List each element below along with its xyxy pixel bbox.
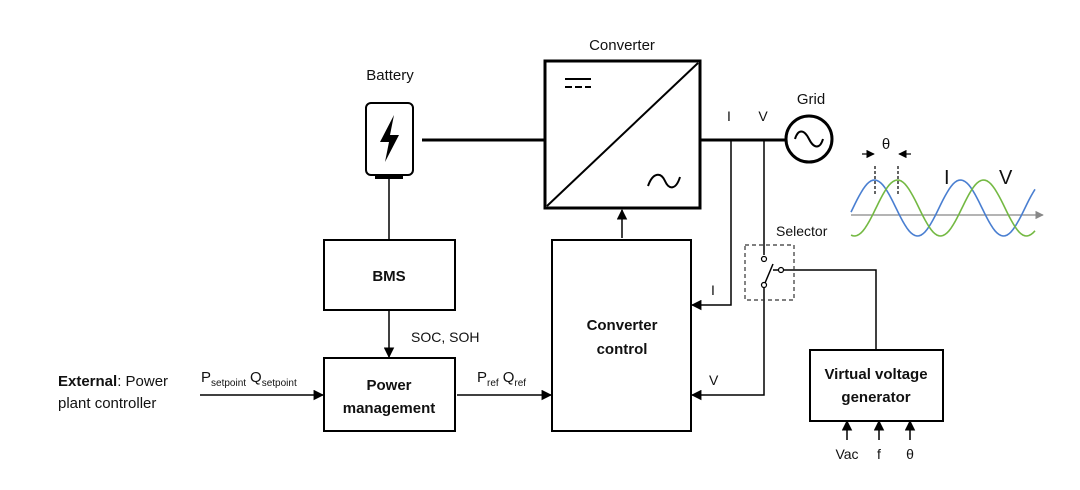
voltage-label: V — [758, 108, 768, 124]
bms-block — [323, 239, 456, 311]
grid-source — [784, 114, 834, 164]
current-label: I — [727, 108, 731, 124]
q-ref-sub: ref — [514, 378, 526, 389]
q-setpoint-main: Q — [250, 369, 262, 386]
converter-control-title-line1: Converter — [587, 317, 658, 334]
selector-switch — [744, 244, 795, 301]
ac-symbol-icon — [647, 173, 681, 189]
q-ref-main: Q — [503, 369, 515, 386]
voltage-waveform — [850, 179, 1036, 237]
soc-soh-label: SOC, SOH — [411, 329, 479, 345]
virtual-generator-title-line2: generator — [841, 389, 910, 406]
sine-icon — [794, 130, 824, 148]
converter-control-block — [551, 239, 692, 432]
dc-symbol-icon — [565, 78, 591, 88]
virtual-voltage-generator-block — [809, 349, 944, 422]
waveform-illustration: θ I V — [850, 136, 1044, 237]
converter-control-title-line2: control — [597, 341, 648, 358]
external-line1: External: Power — [58, 373, 168, 390]
external-line2: plant controller — [58, 395, 156, 412]
power-management-title-line2: management — [343, 400, 436, 417]
current-measurement-line — [690, 140, 732, 311]
p-setpoint-main: P — [201, 369, 211, 386]
battery-block — [365, 102, 414, 179]
phase-theta-label: θ — [882, 136, 890, 153]
lightning-bolt-icon — [380, 115, 399, 162]
selector-title: Selector — [776, 223, 828, 239]
current-waveform — [850, 179, 1036, 237]
external-bold-label: External — [58, 373, 117, 390]
p-setpoint-sub: setpoint — [211, 378, 246, 389]
theta-input-label: θ — [906, 446, 914, 462]
voltage-feedback-line — [690, 285, 765, 401]
f-input-label: f — [877, 446, 881, 462]
power-management-block — [323, 357, 456, 432]
wave-voltage-label: V — [999, 167, 1013, 189]
power-management-title-line1: Power — [366, 377, 411, 394]
wave-current-label: I — [944, 167, 950, 189]
converter-block — [543, 59, 702, 210]
grid-title: Grid — [797, 91, 825, 108]
control-current-label: I — [711, 282, 715, 298]
external-rest-label: : Power — [117, 373, 168, 390]
virtual-generator-title-line1: Virtual voltage — [824, 366, 927, 383]
p-ref-main: P — [477, 369, 487, 386]
bms-title: BMS — [372, 268, 405, 285]
converter-title: Converter — [589, 37, 655, 54]
vac-input-label: Vac — [835, 446, 858, 462]
q-setpoint-sub: setpoint — [262, 378, 297, 389]
battery-title: Battery — [366, 67, 414, 84]
p-ref-sub: ref — [487, 378, 499, 389]
control-voltage-label: V — [709, 372, 719, 388]
selector-to-generator-line — [773, 269, 877, 350]
